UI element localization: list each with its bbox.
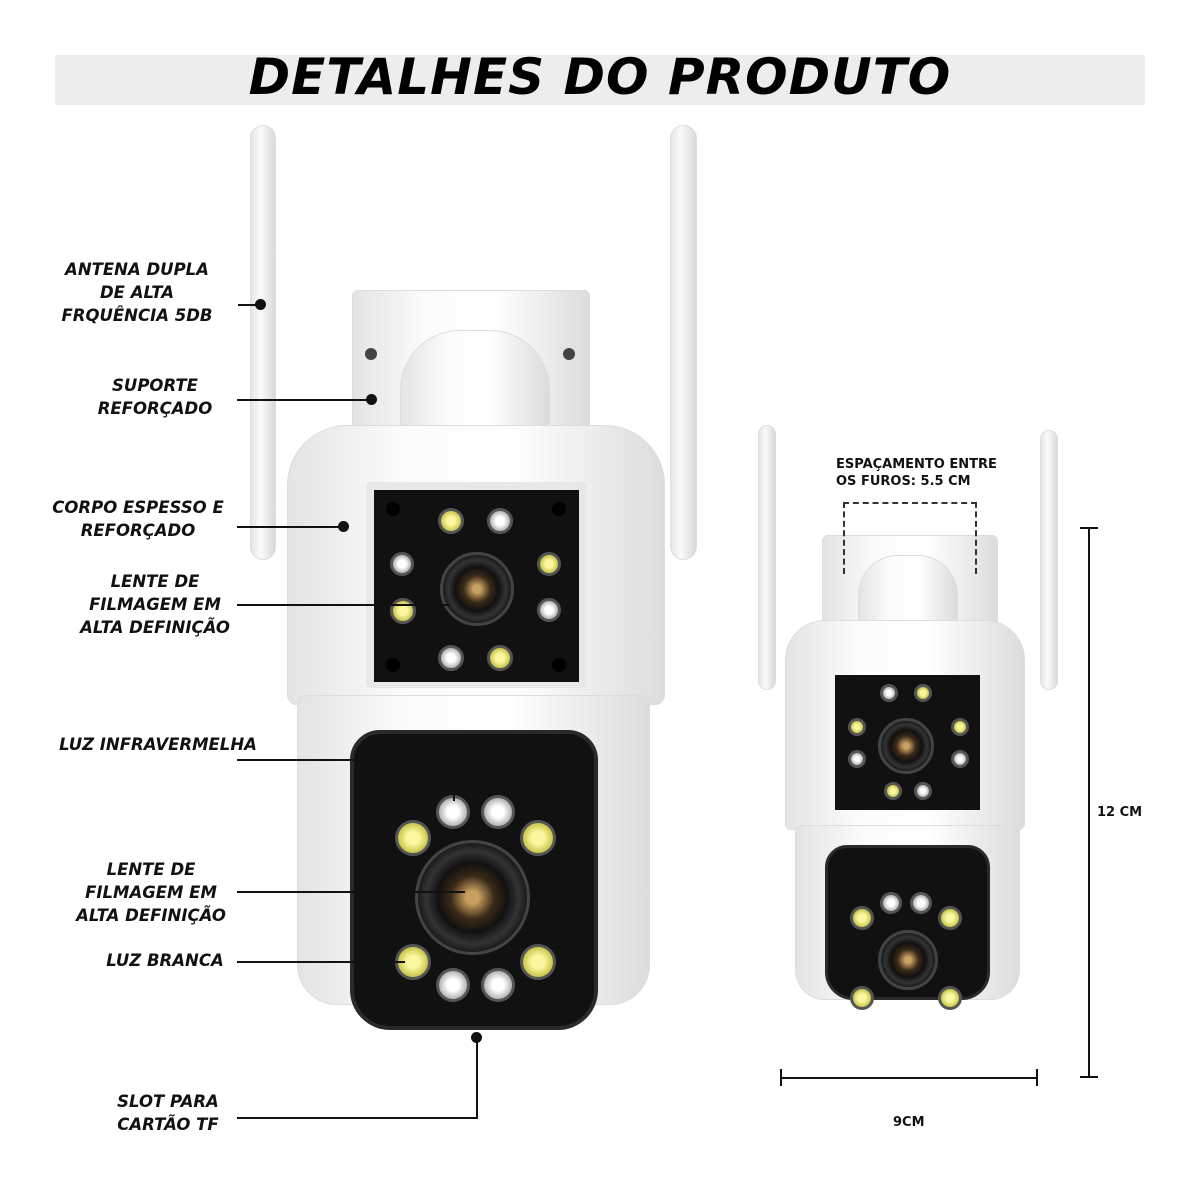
led [914, 782, 932, 800]
height-dimension-line [1088, 528, 1090, 1078]
hole-spacing-marker [843, 502, 977, 574]
lower-camera-lens [878, 930, 938, 990]
dimension-cap [1080, 1076, 1098, 1078]
led [850, 906, 874, 930]
screw [386, 502, 400, 516]
led [438, 645, 464, 671]
callout-line [453, 759, 455, 801]
label-line: REFORÇADO [97, 399, 213, 418]
led [481, 968, 515, 1002]
label-antenna: ANTENA DUPLA DE ALTA FRQUÊNCIA 5DB [32, 258, 242, 327]
label-line: SLOT PARA [117, 1092, 219, 1111]
hole-spacing-label: ESPAÇAMENTO ENTRE OS FUROS: 5.5 CM [836, 456, 997, 490]
callout-line [238, 304, 262, 306]
label-support: SUPORTE REFORÇADO [50, 374, 260, 420]
antenna-left [250, 125, 276, 560]
led [910, 892, 932, 914]
led [880, 892, 902, 914]
callout-dot [366, 394, 377, 405]
label-infrared: LUZ INFRAVERMELHA [48, 733, 268, 756]
led [848, 750, 866, 768]
label-slot: SLOT PARA CARTÃO TF [63, 1090, 273, 1136]
label-line: ALTA DEFINIÇÃO [80, 618, 230, 637]
antenna-left [758, 425, 776, 690]
label-line: LENTE DE [106, 860, 196, 879]
led [537, 552, 561, 576]
lower-camera-lens [415, 840, 530, 955]
screw [552, 502, 566, 516]
led [951, 718, 969, 736]
screw [552, 658, 566, 672]
led [880, 684, 898, 702]
title-banner [55, 55, 1145, 105]
callout-line [237, 759, 455, 761]
label-body: CORPO ESPESSO E REFORÇADO [33, 496, 243, 542]
page-title: DETALHES DO PRODUTO [248, 48, 952, 106]
label-line: OS FUROS: 5.5 CM [836, 474, 971, 489]
led [390, 552, 414, 576]
height-label: 12 CM [1097, 805, 1143, 820]
dimension-cap [780, 1069, 782, 1086]
led [438, 508, 464, 534]
led [395, 820, 431, 856]
led [951, 750, 969, 768]
callout-line [476, 1037, 478, 1119]
callout-line [237, 526, 344, 528]
label-line: FILMAGEM EM [89, 595, 221, 614]
label-line: LUZ INFRAVERMELHA [59, 735, 257, 754]
antenna-right [670, 125, 697, 560]
label-line: FRQUÊNCIA 5DB [61, 306, 213, 325]
label-lens-bottom: LENTE DE FILMAGEM EM ALTA DEFINIÇÃO [46, 858, 256, 927]
label-line: LUZ BRANCA [106, 951, 224, 970]
callout-line [237, 604, 450, 606]
label-lens-top: LENTE DE FILMAGEM EM ALTA DEFINIÇÃO [50, 570, 260, 639]
label-line: REFORÇADO [80, 521, 196, 540]
led [938, 906, 962, 930]
label-line: DE ALTA [99, 283, 174, 302]
led [884, 782, 902, 800]
label-line: SUPORTE [112, 376, 198, 395]
led [390, 598, 416, 624]
label-line: CORPO ESPESSO E [52, 498, 224, 517]
led [436, 968, 470, 1002]
upper-camera-lens [440, 552, 514, 626]
callout-line [237, 961, 405, 963]
mount-hole [365, 348, 377, 360]
led [520, 944, 556, 980]
pan-joint [400, 330, 550, 440]
led [395, 944, 431, 980]
antenna-right [1040, 430, 1058, 690]
label-line: ALTA DEFINIÇÃO [76, 906, 226, 925]
screw [386, 658, 400, 672]
led [520, 820, 556, 856]
led [938, 986, 962, 1010]
width-label: 9CM [893, 1115, 925, 1130]
led [487, 508, 513, 534]
led [848, 718, 866, 736]
callout-dot [255, 299, 266, 310]
led [481, 795, 515, 829]
upper-camera-lens [878, 718, 934, 774]
callout-dot [338, 521, 349, 532]
callout-line [237, 1117, 478, 1119]
led [537, 598, 561, 622]
callout-dot [471, 1032, 482, 1043]
lower-lens-module [350, 730, 598, 1030]
width-dimension-line [780, 1077, 1038, 1079]
led [914, 684, 932, 702]
label-line: CARTÃO TF [117, 1115, 219, 1134]
mount-hole [563, 348, 575, 360]
callout-line [237, 891, 465, 893]
callout-line [237, 399, 372, 401]
dimension-cap [1036, 1069, 1038, 1086]
label-line: LENTE DE [110, 572, 200, 591]
label-line: ESPAÇAMENTO ENTRE [836, 457, 997, 472]
label-line: FILMAGEM EM [85, 883, 217, 902]
led [850, 986, 874, 1010]
label-line: ANTENA DUPLA [65, 260, 209, 279]
led [487, 645, 513, 671]
dimension-cap [1080, 527, 1098, 529]
label-white-light: LUZ BRANCA [60, 949, 270, 972]
